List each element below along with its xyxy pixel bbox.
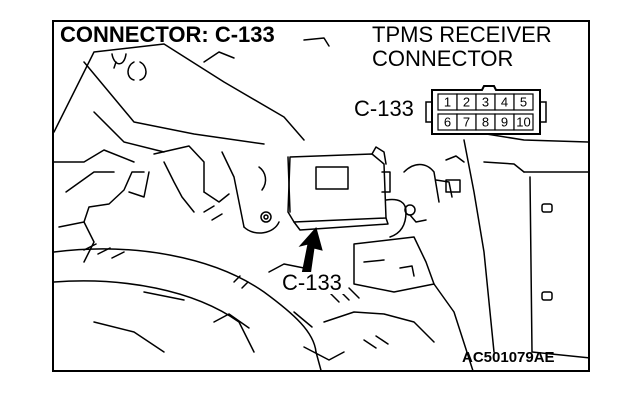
right-panel-edge — [463, 139, 495, 353]
receiver-title-line1: TPMS RECEIVER — [372, 22, 552, 47]
top-clip — [127, 61, 147, 81]
connector-id-callout: C-133 — [280, 270, 344, 295]
receiver-label-plate — [315, 166, 349, 190]
pin-number: 7 — [463, 115, 470, 130]
dash-upper-edge — [54, 43, 305, 141]
pin-number: 8 — [482, 115, 489, 130]
figure-code: AC501079AE — [462, 349, 555, 366]
lower-bracket — [353, 236, 435, 293]
clip-left — [111, 53, 127, 65]
tpms-receiver-body — [287, 153, 387, 223]
pin-number: 6 — [444, 115, 451, 130]
connector-title: CONNECTOR: C-133 — [60, 22, 275, 47]
right-glovebox — [529, 176, 588, 359]
pin-number: 1 — [444, 95, 451, 110]
receiver-title-line2: CONNECTOR — [372, 46, 514, 71]
pin-cell — [513, 113, 534, 131]
pin-number: 4 — [501, 95, 508, 110]
pin-number: 2 — [463, 95, 470, 110]
wire-harness — [385, 198, 407, 238]
pin-cell — [513, 93, 534, 111]
pin-number: 10 — [516, 115, 530, 130]
pin-number: 9 — [501, 115, 508, 130]
dash-upper-panel — [83, 61, 265, 145]
bolt-left — [260, 211, 272, 223]
left-bracket — [58, 171, 145, 228]
pin-number: 3 — [482, 95, 489, 110]
pin-number: 5 — [520, 95, 527, 110]
connector-id-detail: C-133 — [354, 96, 414, 121]
arrow-indicator — [298, 226, 323, 277]
console-curve — [54, 248, 317, 353]
